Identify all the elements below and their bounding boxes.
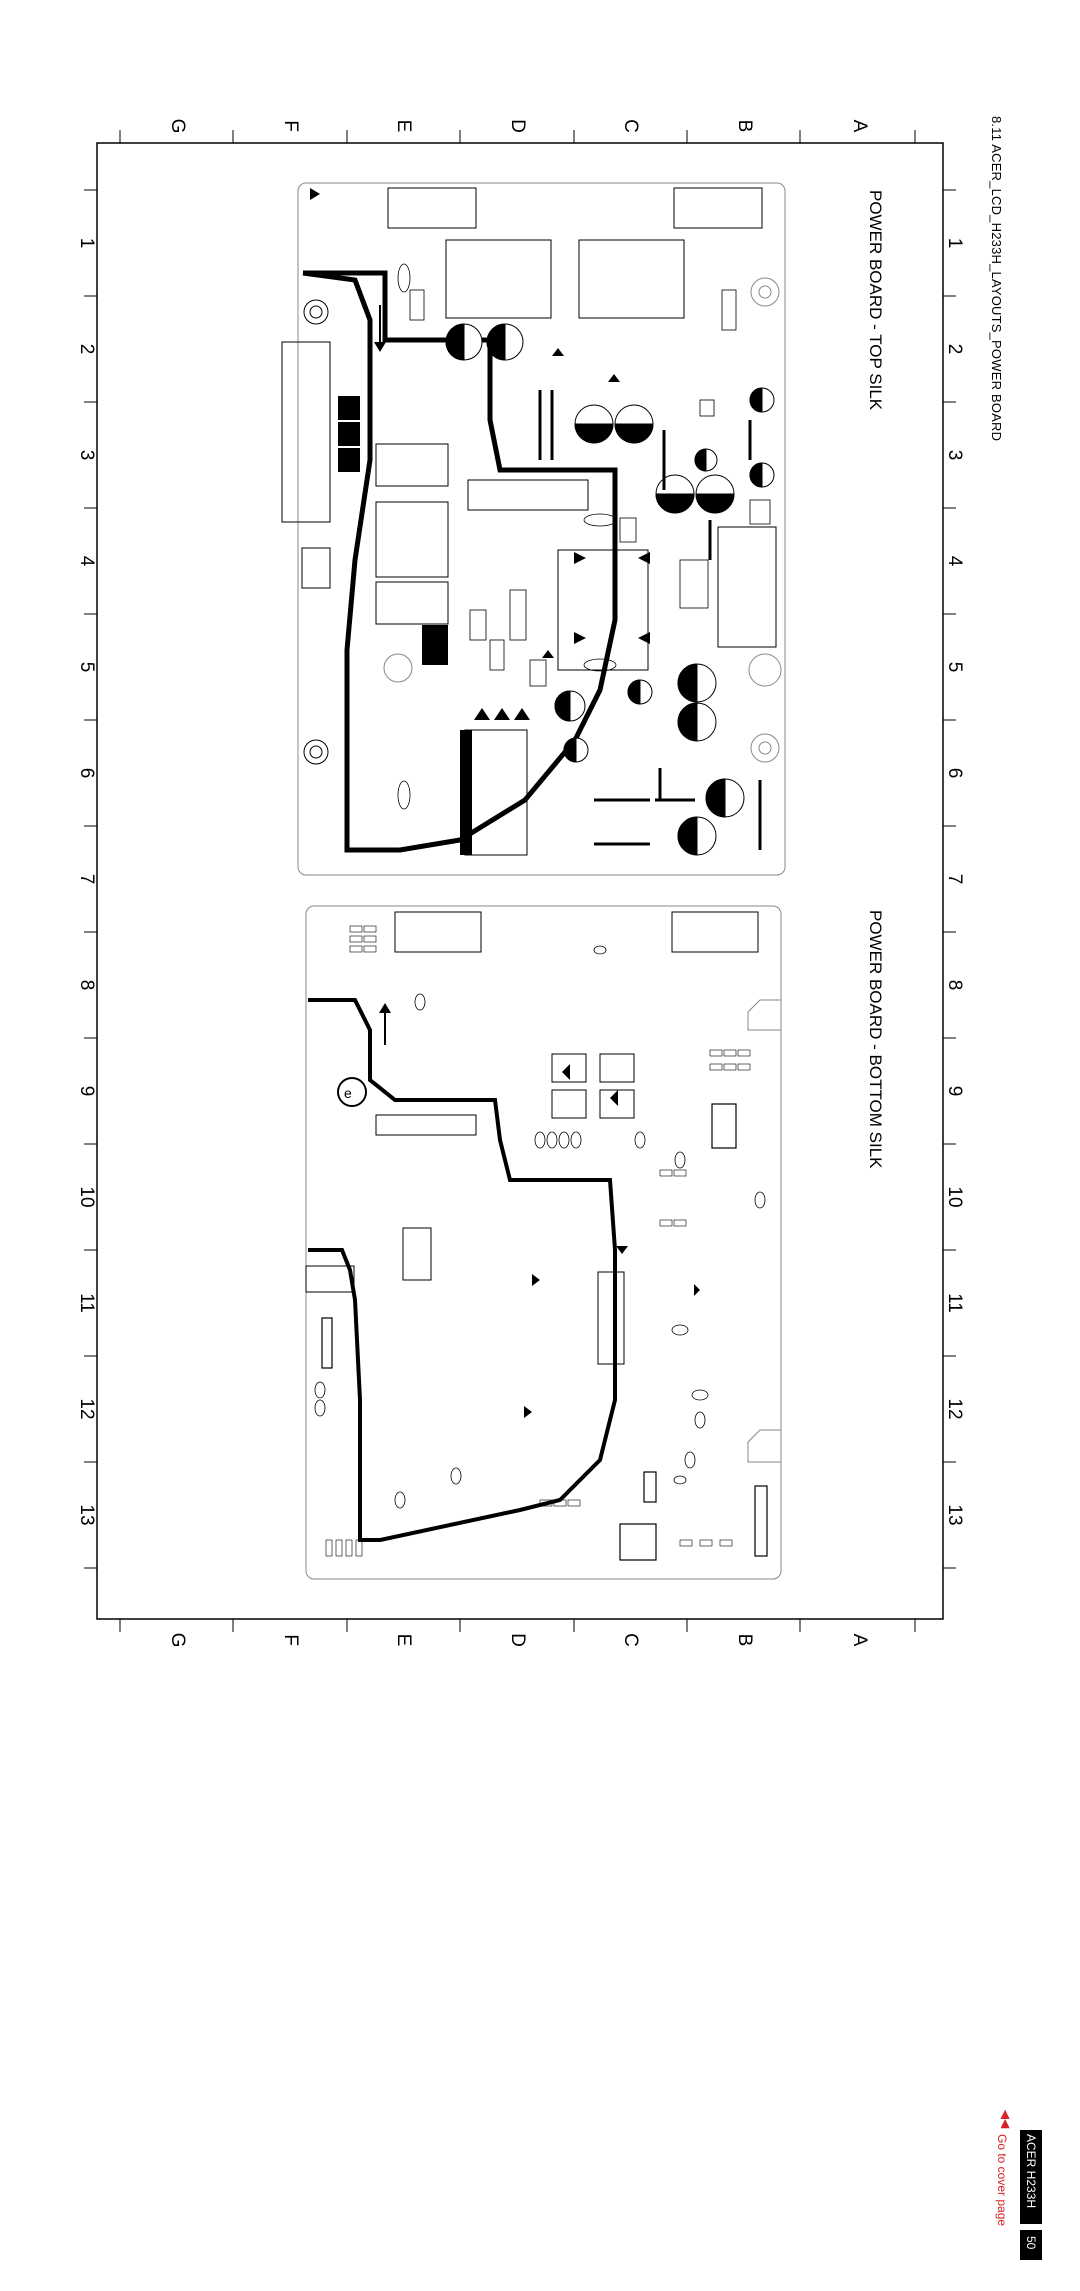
grid-letter-top: F — [280, 120, 301, 132]
top-isolation-boundary — [302, 270, 618, 853]
go-to-cover-page-link[interactable]: ◀◀ Go to cover page — [995, 2109, 1015, 2242]
grid-number-right: 9 — [944, 1085, 965, 1097]
grid-letter-top: G — [167, 118, 188, 134]
grid-number-left: 4 — [76, 555, 97, 567]
cover-link-label: Go to cover page — [995, 2134, 1009, 2227]
grid-letter-bottom: G — [167, 1632, 188, 1648]
model-badge: ACER H233H — [1020, 2130, 1042, 2224]
grid-letter-top: B — [734, 119, 755, 133]
grid-number-left: 11 — [76, 1293, 97, 1313]
grid-frame — [96, 142, 944, 1620]
top-silk-title: POWER BOARD - TOP SILK — [866, 190, 885, 411]
bottom-ruler — [119, 1619, 916, 1632]
grid-number-right: 3 — [944, 449, 965, 461]
grid-number-left: 10 — [76, 1186, 97, 1208]
grid-number-right: 7 — [944, 873, 965, 885]
page-number-badge: 50 — [1020, 2230, 1042, 2260]
grid-number-right: 4 — [944, 555, 965, 567]
grid-number-right: 1 — [944, 237, 965, 249]
bottom-silk-board: e — [305, 905, 782, 1580]
bottom-silk-title: POWER BOARD - BOTTOM SILK — [866, 910, 885, 1169]
grid-letter-bottom: E — [393, 1633, 414, 1647]
grid-number-right: 13 — [944, 1504, 965, 1526]
grid-number-left: 5 — [76, 661, 97, 673]
grid-letter-bottom: B — [734, 1633, 755, 1647]
grid-number-right: 11 — [944, 1293, 965, 1313]
grid-letter-bottom: A — [849, 1633, 870, 1647]
model-label: ACER H233H — [1024, 2134, 1038, 2209]
grid-letter-bottom: D — [507, 1633, 528, 1647]
grid-number-left: 9 — [76, 1085, 97, 1097]
top-ruler — [119, 130, 916, 143]
grid-letter-bottom: C — [620, 1633, 641, 1647]
grid-number-left: 12 — [76, 1398, 97, 1420]
grid-letter-bottom: F — [280, 1634, 301, 1646]
top-capacitors — [445, 323, 775, 856]
grid-number-left: 2 — [76, 343, 97, 355]
grid-number-left: 7 — [76, 873, 97, 885]
grid-number-right: 12 — [944, 1398, 965, 1420]
grid-number-right: 10 — [944, 1186, 965, 1208]
grid-number-right: 2 — [944, 343, 965, 355]
grid-number-left: 6 — [76, 767, 97, 779]
grid-number-left: 8 — [76, 979, 97, 991]
bottom-board-outline — [305, 905, 782, 1580]
left-ruler — [84, 189, 97, 1569]
grid-number-right: 8 — [944, 979, 965, 991]
page-number: 50 — [1024, 2236, 1038, 2250]
rewind-icon: ◀◀ — [999, 2109, 1014, 2129]
grid-number-left: 1 — [76, 237, 97, 249]
grid-letter-top: C — [620, 119, 641, 133]
document-title: 8.11 ACER_LCD_H233H_LAYOUTS_POWER BOARD — [989, 116, 1004, 442]
grid-number-right: 6 — [944, 767, 965, 779]
grid-letter-top: D — [507, 119, 528, 133]
top-silk-board — [281, 182, 786, 876]
bottom-isolation-boundary — [308, 998, 617, 1542]
grid-letter-top: A — [849, 119, 870, 133]
grid-number-left: 13 — [76, 1504, 97, 1526]
grid-number-left: 3 — [76, 449, 97, 461]
top-board-outline — [297, 182, 786, 876]
right-ruler — [943, 189, 956, 1569]
svg-text:e: e — [344, 1085, 352, 1101]
grid-number-right: 5 — [944, 661, 965, 673]
grid-letter-top: E — [393, 119, 414, 133]
